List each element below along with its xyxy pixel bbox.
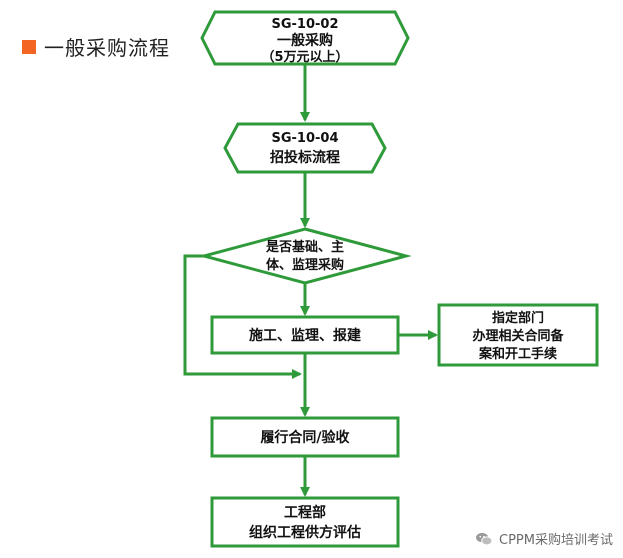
bidding-node (223, 122, 387, 174)
decision-node (198, 227, 412, 285)
start-label: 一般采购 (277, 32, 333, 49)
side-line3: 案和开工手续 (478, 346, 557, 362)
start-node (200, 10, 410, 66)
watermark-text: CPPM采购培训考试 (499, 533, 613, 548)
side-line1: 指定部门 (492, 310, 544, 326)
bypass-path (183, 254, 302, 379)
wechat-icon (476, 532, 493, 545)
title-block: 一般采购流程 (22, 32, 170, 61)
bidding-label: 招投标流程 (270, 149, 340, 166)
start-note: （5万元以上） (261, 49, 348, 65)
side-line2: 办理相关合同备 (472, 328, 564, 344)
decision-line1: 是否基础、主 (265, 239, 344, 255)
evaluate-node (210, 496, 400, 548)
side-node (437, 303, 599, 367)
construction-label: 施工、监理、报建 (249, 327, 361, 344)
title-marker-icon (22, 39, 36, 54)
decision-line2: 体、监理采购 (266, 257, 344, 273)
page-title: 一般采购流程 (44, 36, 170, 60)
bidding-code: SG-10-04 (271, 131, 338, 146)
contract-label: 履行合同/验收 (260, 429, 350, 446)
evaluate-line1: 工程部 (284, 504, 326, 521)
watermark: CPPM采购培训考试 (475, 529, 613, 548)
start-code: SG-10-02 (271, 17, 338, 32)
evaluate-line2: 组织工程供方评估 (249, 524, 361, 541)
